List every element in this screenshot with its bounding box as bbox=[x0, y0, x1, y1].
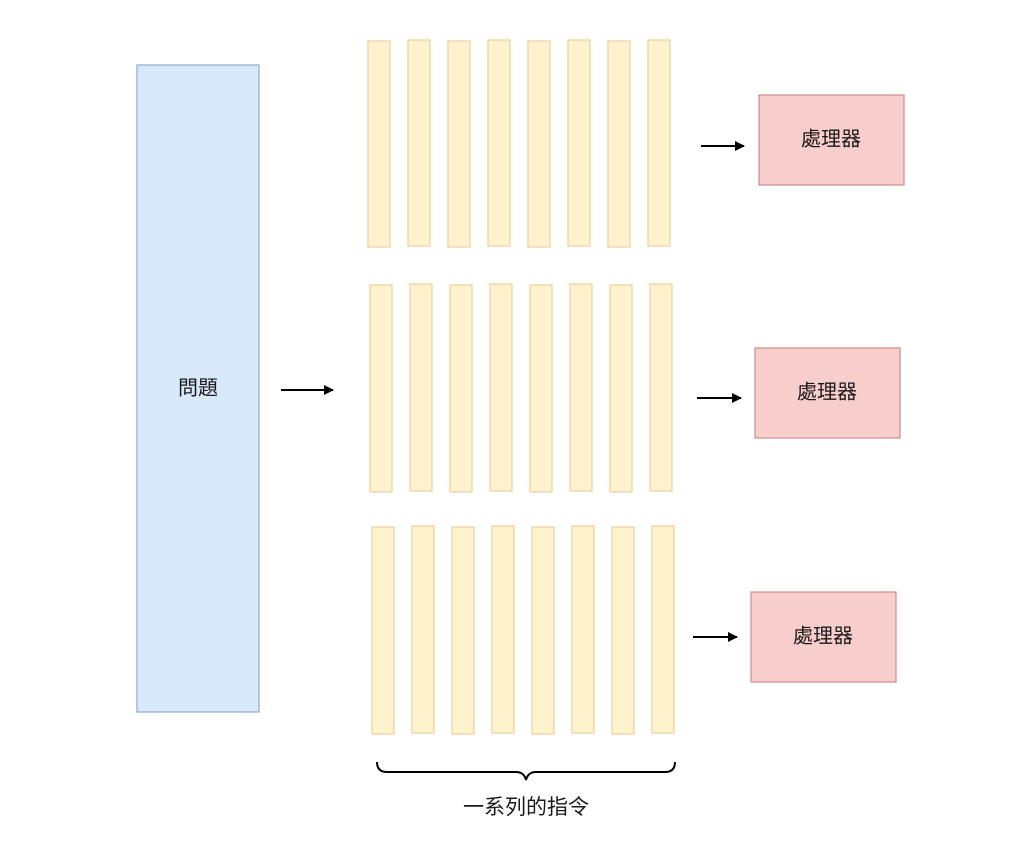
instructions-brace bbox=[376, 761, 676, 781]
instruction-bar bbox=[491, 525, 515, 734]
instruction-bar bbox=[407, 39, 431, 247]
instruction-bar bbox=[531, 526, 555, 735]
instruction-bar bbox=[449, 284, 473, 493]
instruction-groups bbox=[367, 39, 675, 735]
processor-2: 處理器 bbox=[754, 347, 901, 439]
instruction-bar bbox=[571, 525, 595, 734]
problem-block: 問題 bbox=[136, 64, 260, 713]
instruction-bar bbox=[569, 283, 593, 492]
processor-3-rect bbox=[750, 591, 897, 683]
instruction-bar bbox=[567, 39, 591, 247]
instruction-bar bbox=[529, 284, 553, 493]
instruction-bar bbox=[651, 525, 675, 734]
instruction-bar bbox=[489, 283, 513, 492]
instruction-bar bbox=[649, 283, 673, 492]
instruction-group-3 bbox=[371, 525, 675, 735]
instruction-bar bbox=[367, 40, 391, 248]
problem-label: 問題 bbox=[178, 376, 218, 400]
processor-1: 處理器 bbox=[758, 94, 905, 186]
instruction-bar bbox=[409, 283, 433, 492]
instructions-caption: 一系列的指令 bbox=[463, 795, 589, 819]
processor-2-label: 處理器 bbox=[797, 380, 857, 404]
processor-3-label: 處理器 bbox=[793, 624, 853, 648]
instruction-bar bbox=[451, 526, 475, 735]
instruction-group-1 bbox=[367, 39, 671, 248]
instruction-group-2 bbox=[369, 283, 673, 493]
instruction-bar bbox=[607, 40, 631, 248]
instruction-bar bbox=[369, 284, 393, 493]
instruction-bar bbox=[611, 526, 635, 735]
instruction-bar bbox=[527, 40, 551, 248]
problem-rect bbox=[136, 64, 260, 713]
instruction-bar bbox=[447, 40, 471, 248]
instruction-bar bbox=[647, 39, 671, 247]
instruction-bar bbox=[411, 525, 435, 734]
processor-1-rect bbox=[758, 94, 905, 186]
instruction-bar bbox=[609, 284, 633, 493]
processor-2-rect bbox=[754, 347, 901, 439]
instruction-bar bbox=[487, 39, 511, 247]
processor-1-label: 處理器 bbox=[801, 127, 861, 151]
instruction-bar bbox=[371, 526, 395, 735]
processor-3: 處理器 bbox=[750, 591, 897, 683]
